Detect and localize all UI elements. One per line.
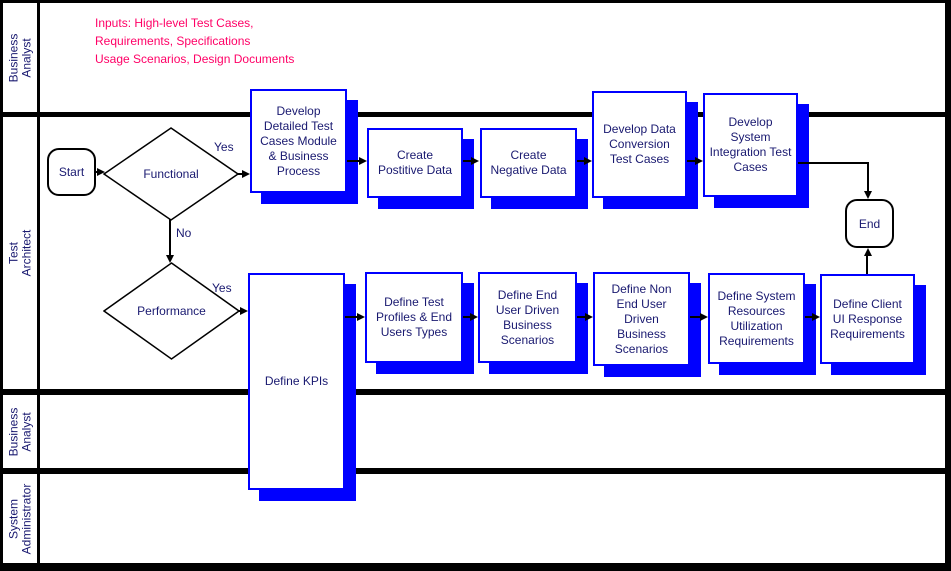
- lane-line-1: [0, 112, 951, 117]
- decision-functional: Functional: [103, 127, 239, 221]
- arrowhead-test-profiles: [357, 313, 365, 321]
- lane-system-administrator: System Administrator: [3, 474, 37, 563]
- process-client-ui-response: Define Client UI Response Requirements: [820, 274, 915, 364]
- arrowhead-end-user-scenarios: [470, 313, 478, 321]
- connector-system-integration-end-horizontal: [798, 162, 869, 164]
- inputs-note-line: Inputs: High-level Test Cases,: [95, 16, 254, 30]
- connector-system-resources-client-ui: [805, 316, 812, 318]
- lane-business-analyst-bottom: Business Analyst: [3, 395, 37, 468]
- connector-create-positive-create-negative: [463, 160, 472, 162]
- process-define-kpis: Define KPIs: [248, 273, 345, 490]
- connector-client-ui-end: [866, 256, 868, 274]
- connector-functional-develop-detailed: [237, 173, 244, 175]
- inputs-note-line: Usage Scenarios, Design Documents: [95, 52, 295, 66]
- diamond-shape: [103, 127, 239, 221]
- arrowhead-create-positive: [359, 157, 367, 165]
- lane-label: Business Analyst: [6, 33, 34, 82]
- connector-end-user-non-end-user: [577, 316, 585, 318]
- terminator-start: Start: [47, 148, 96, 196]
- process-system-resources-utilization: Define System Resources Utilization Requ…: [708, 273, 805, 364]
- lane-label: Business Analyst: [6, 407, 34, 456]
- arrowhead-create-negative: [471, 157, 479, 165]
- decision-label: Functional: [143, 167, 199, 181]
- lane-label: Test Architect: [6, 229, 33, 277]
- edge-label-no-functional: No: [176, 226, 192, 240]
- arrowhead-start-functional: [97, 168, 105, 176]
- decision-performance: Performance: [103, 262, 240, 360]
- arrowhead-system-integration: [695, 157, 703, 165]
- arrowhead-functional-performance: [166, 255, 174, 263]
- process-non-end-user-scenarios: Define Non End User Driven Business Scen…: [593, 272, 690, 366]
- inputs-note-line: Requirements, Specifications: [95, 34, 251, 48]
- arrowhead-end-from-bottom: [864, 248, 872, 256]
- terminator-end: End: [845, 199, 894, 248]
- connector-define-kpis-test-profiles: [345, 316, 357, 318]
- edge-label-yes-performance: Yes: [212, 281, 232, 295]
- arrowhead-data-conversion: [584, 157, 592, 165]
- connector-create-negative-data-conversion: [577, 160, 584, 162]
- inputs-note: Inputs: High-level Test Cases, Requireme…: [95, 14, 294, 68]
- arrowhead-system-resources: [700, 313, 708, 321]
- process-define-test-profiles: Define Test Profiles & End Users Types: [365, 272, 463, 363]
- arrowhead-functional-develop-detailed: [242, 170, 250, 178]
- lane-test-architect: Test Architect: [3, 117, 37, 389]
- process-data-conversion-test-cases: Develop Data Conversion Test Cases: [592, 91, 687, 198]
- connector-develop-detailed-create-positive: [347, 160, 359, 162]
- arrowhead-non-end-user-scenarios: [585, 313, 593, 321]
- edge-label-yes-functional: Yes: [214, 140, 234, 154]
- process-create-positive-data: Create Postitive Data: [367, 128, 463, 198]
- connector-test-profiles-end-user: [463, 316, 470, 318]
- arrowhead-end-from-top: [864, 191, 872, 199]
- connector-non-end-user-system-resources: [690, 316, 700, 318]
- process-end-user-scenarios: Define End User Driven Business Scenario…: [478, 272, 577, 363]
- decision-label: Performance: [137, 304, 206, 318]
- arrowhead-performance-define-kpis: [240, 307, 248, 315]
- lane-business-analyst-top: Business Analyst: [3, 3, 37, 112]
- lane-line-3: [0, 468, 951, 474]
- lane-line-2: [0, 389, 951, 395]
- arrowhead-client-ui: [812, 313, 820, 321]
- process-create-negative-data: Create Negative Data: [480, 128, 577, 198]
- process-system-integration-test-cases: Develop System Integration Test Cases: [703, 93, 798, 197]
- diamond-shape: [103, 262, 240, 360]
- connector-data-conversion-system-integration: [687, 160, 695, 162]
- connector-functional-performance: [169, 219, 171, 255]
- lane-label-divider-line: [37, 0, 40, 571]
- lane-label: System Administrator: [6, 483, 33, 554]
- process-develop-detailed-test-cases: Develop Detailed Test Cases Module & Bus…: [250, 89, 347, 193]
- connector-system-integration-end-vertical: [867, 162, 869, 191]
